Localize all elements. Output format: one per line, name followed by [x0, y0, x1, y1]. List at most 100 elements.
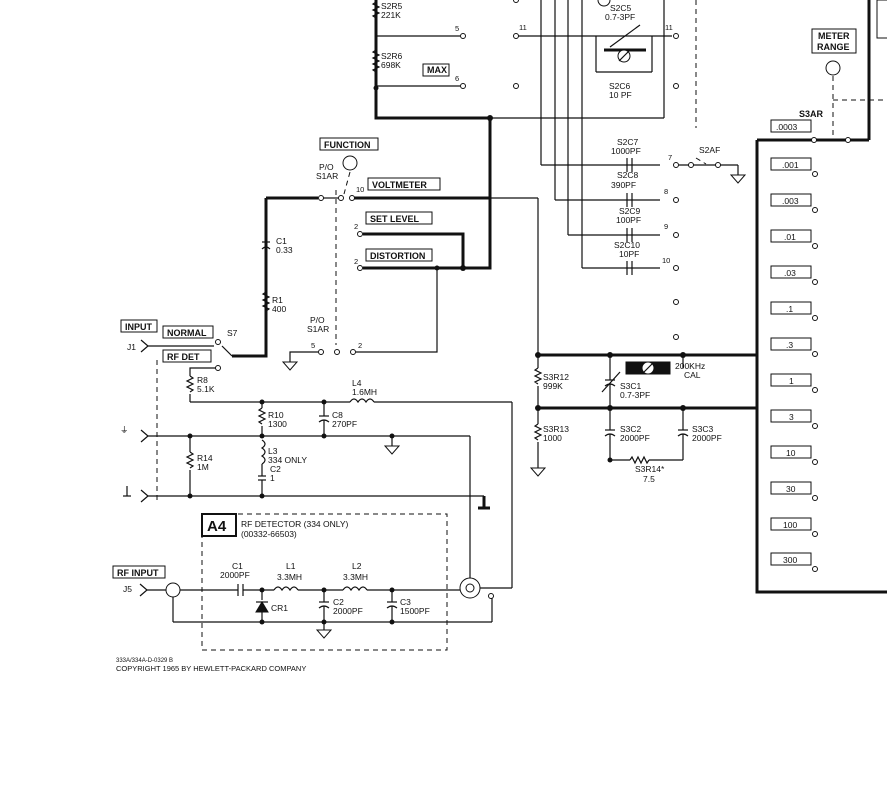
s2c9-ref: S2C9 — [619, 206, 641, 216]
s2r5-ref: S2R5 — [381, 1, 403, 11]
r10-value: 1300 — [268, 419, 287, 429]
s3-network: 200KHz CAL S3R12 999K S3C1 0.7-3PF S3R13… — [488, 118, 757, 484]
function-wafer-s1ar: S1AR — [316, 171, 338, 181]
c1-value: 0.33 — [276, 245, 293, 255]
a4-c3-value: 1500PF — [400, 606, 430, 616]
contact-7: 7 — [668, 153, 672, 162]
a4-l2-ref: L2 — [352, 561, 362, 571]
range-001: .001 — [782, 160, 799, 170]
s3r12-value: 999K — [543, 381, 563, 391]
s2r5-value: 221K — [381, 10, 401, 20]
range-003: .003 — [782, 196, 799, 206]
a4-title: RF DETECTOR (334 ONLY) — [241, 519, 349, 529]
s3c3-value: 2000PF — [692, 433, 722, 443]
r10-ref: R10 — [268, 410, 284, 420]
l3-value: 334 ONLY — [268, 455, 307, 465]
s3c2-value: 2000PF — [620, 433, 650, 443]
r14-value: 1M — [197, 462, 209, 472]
a4-c1-ref: C1 — [232, 561, 243, 571]
contact-11-left: 11 — [519, 23, 527, 32]
s3c1-value: 0.7-3PF — [620, 390, 650, 400]
range-1: 1 — [789, 376, 794, 386]
l4-ref: L4 — [352, 378, 362, 388]
range-label: RANGE — [817, 42, 850, 52]
setlevel-position: SET LEVEL — [370, 214, 420, 224]
s2r6-ref: S2R6 — [381, 51, 403, 61]
lower-contact-5: 5 — [311, 341, 315, 350]
doc-number: 333A/334A-D-0329 B — [116, 658, 173, 664]
rf-det-label: RF DET — [167, 352, 200, 362]
function-switch: FUNCTION P/O S1AR 10 VOLTMETER 2 SET LEV… — [266, 137, 490, 371]
voltmeter-contact: 10 — [356, 185, 364, 194]
r1-ref: R1 — [272, 295, 283, 305]
s2c8-value: 390PF — [611, 180, 636, 190]
a4-c2-ref: C2 — [333, 597, 344, 607]
s7-label: S7 — [227, 328, 238, 338]
contact-9: 9 — [664, 222, 668, 231]
cal-label: CAL — [684, 370, 701, 380]
function-lower-s1ar: S1AR — [307, 324, 329, 334]
a4-part-number: (00332-66503) — [241, 529, 297, 539]
a4-tag: A4 — [207, 518, 227, 535]
s3r13-value: 1000 — [543, 433, 562, 443]
j5-label: J5 — [123, 584, 132, 594]
a4-l2-value: 3.3MH — [343, 572, 368, 582]
s3ar-label: S3AR — [799, 109, 824, 119]
r8-ref: R8 — [197, 375, 208, 385]
range-10: 10 — [786, 448, 796, 458]
a4-c2-value: 2000PF — [333, 606, 363, 616]
cr1-label: CR1 — [271, 603, 288, 613]
r1-value: 400 — [272, 304, 286, 314]
rf-input-label: RF INPUT — [117, 568, 159, 578]
s2af-label: S2AF — [699, 145, 720, 155]
s2-resistor-string: S2R5 221K S2R6 698K MAX 5 6 — [371, 0, 492, 270]
max-label: MAX — [427, 65, 447, 75]
input-section: C1 0.33 R1 400 INPUT NORMAL S7 RF DET J1… — [120, 198, 513, 588]
c2-value: 1 — [270, 473, 275, 483]
s2c6-ref: S2C6 — [609, 81, 631, 91]
footer: 333A/334A-D-0329 B COPYRIGHT 1965 BY HEW… — [116, 658, 306, 673]
function-label: FUNCTION — [324, 140, 371, 150]
s3r13-ref: S3R13 — [543, 424, 569, 434]
s3c2-ref: S3C2 — [620, 424, 642, 434]
s3r12-ref: S3R12 — [543, 372, 569, 382]
a4-l1-ref: L1 — [286, 561, 296, 571]
contact-5: 5 — [455, 24, 459, 33]
meter-label: METER — [818, 31, 850, 41]
s2c6-value: 10 PF — [609, 90, 632, 100]
c2-ref: C2 — [270, 464, 281, 474]
range-1-tenth: .1 — [786, 304, 793, 314]
cal-frequency: 200KHz — [675, 361, 705, 371]
distortion-position: DISTORTION — [370, 251, 425, 261]
c8-value: 270PF — [332, 419, 357, 429]
r14-ref: R14 — [197, 453, 213, 463]
range-3: 3 — [789, 412, 794, 422]
distortion-contact: 2 — [354, 257, 358, 266]
range-30: 30 — [786, 484, 796, 494]
contact-8: 8 — [664, 187, 668, 196]
s2c9-value: 100PF — [616, 215, 641, 225]
s2c7-ref: S2C7 — [617, 137, 639, 147]
function-wafer-po: P/O — [319, 162, 334, 172]
s2c10-value: 10PF — [619, 249, 639, 259]
function-lower-po: P/O — [310, 315, 325, 325]
range-01: .01 — [784, 232, 796, 242]
c1-ref: C1 — [276, 236, 287, 246]
setlevel-contact: 2 — [354, 222, 358, 231]
s3c1-ref: S3C1 — [620, 381, 642, 391]
contact-11-right: 11 — [665, 23, 673, 32]
s2c10-ref: S2C10 — [614, 240, 640, 250]
normal-label: NORMAL — [167, 328, 207, 338]
meter-range-switch: METER RANGE .0003 S3AR .001 .003 .01 .03… — [755, 0, 887, 594]
a4-c3-ref: C3 — [400, 597, 411, 607]
s2-capacitor-wafer: 11 11 S2C5 0.7-3PF S2C6 10 PF S2C7 1000P… — [487, 0, 747, 340]
lower-contact-2: 2 — [358, 341, 362, 350]
input-label: INPUT — [125, 322, 153, 332]
a4-l1-value: 3.3MH — [277, 572, 302, 582]
s2r6-value: 698K — [381, 60, 401, 70]
c8-ref: C8 — [332, 410, 343, 420]
contact-6: 6 — [455, 74, 459, 83]
s2c8-ref: S2C8 — [617, 170, 639, 180]
s2c5-ref: S2C5 — [610, 3, 632, 13]
